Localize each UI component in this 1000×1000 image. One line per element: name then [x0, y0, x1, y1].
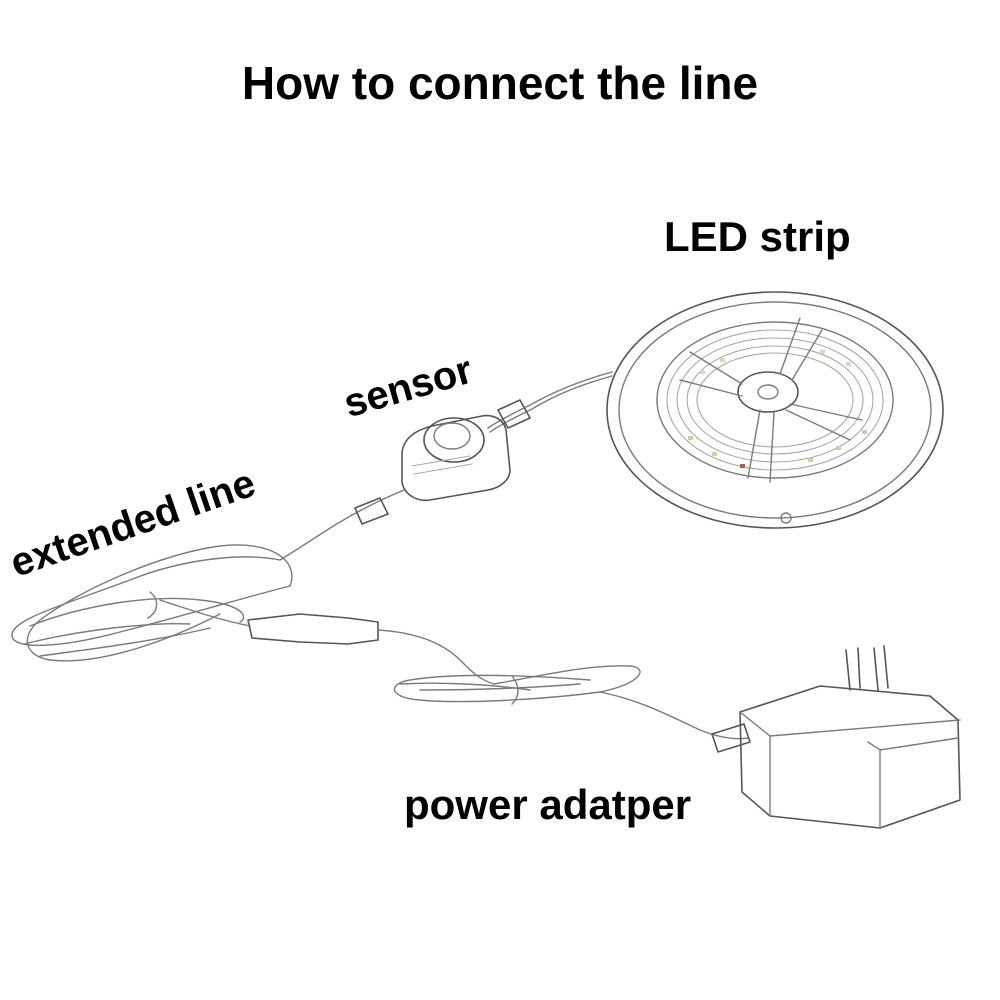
led-dots: [688, 350, 867, 468]
led-strip-reel: [606, 291, 944, 529]
power-adapter: [711, 645, 961, 829]
adapter-cable-coil: [393, 665, 749, 740]
power-adapter-label: power adatper: [404, 781, 692, 828]
strip-to-sensor-wire: [487, 371, 613, 429]
inline-connector: [247, 613, 379, 645]
sensor-unit: [401, 414, 511, 502]
page-title: How to connect the line: [241, 57, 759, 109]
extended-line-coil: [11, 544, 293, 662]
led-strip-label: LED strip: [664, 213, 851, 260]
sensor-to-extension-wire: [279, 489, 405, 561]
